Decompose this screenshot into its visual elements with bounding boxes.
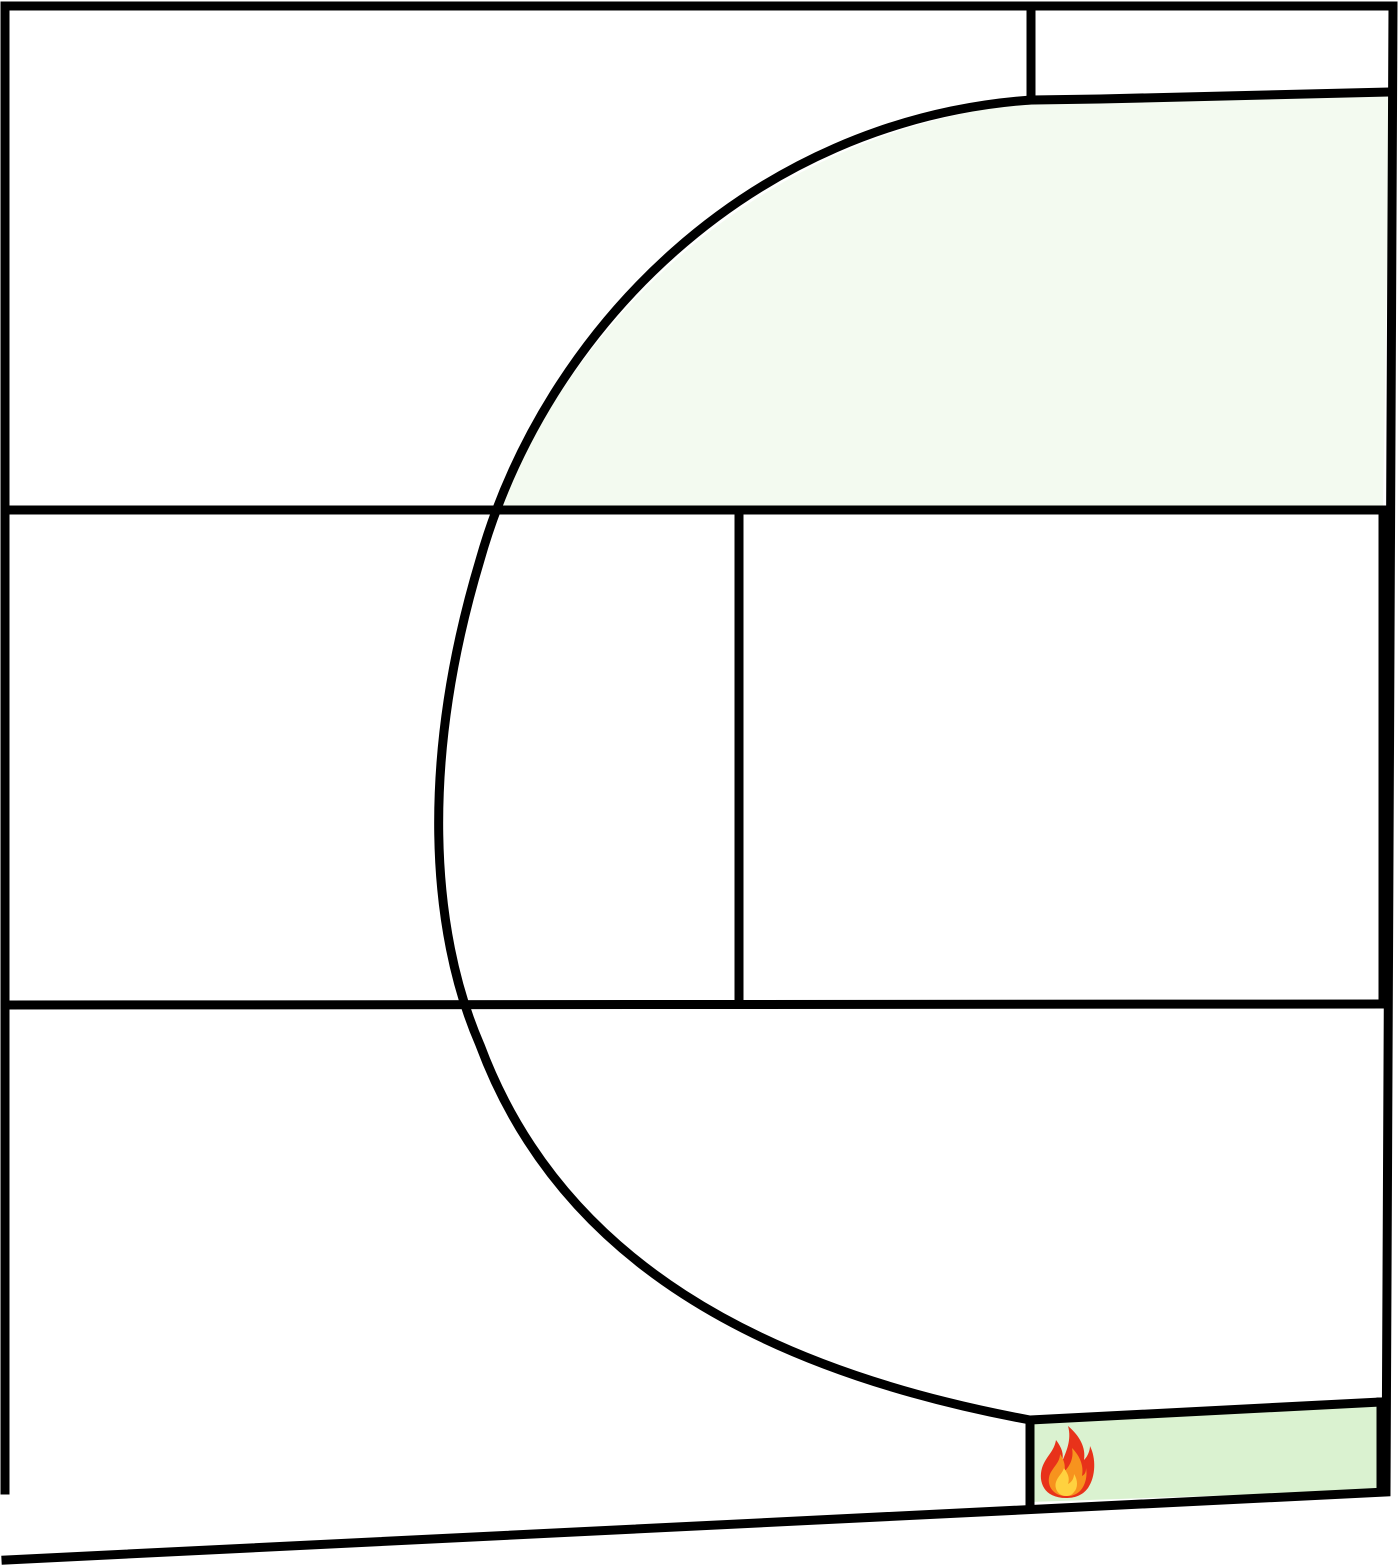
curved-wall: [434, 95, 1036, 1426]
upper-right-shaded-region[interactable]: [497, 92, 1390, 510]
fire-cell[interactable]: [1030, 1402, 1381, 1502]
middle-divider-lower: [0, 999, 1388, 1010]
top-ledge-wall: [1026, 87, 1395, 105]
fire-icon: [1040, 1426, 1095, 1498]
fire-cell-top-wall: [1025, 1397, 1386, 1425]
